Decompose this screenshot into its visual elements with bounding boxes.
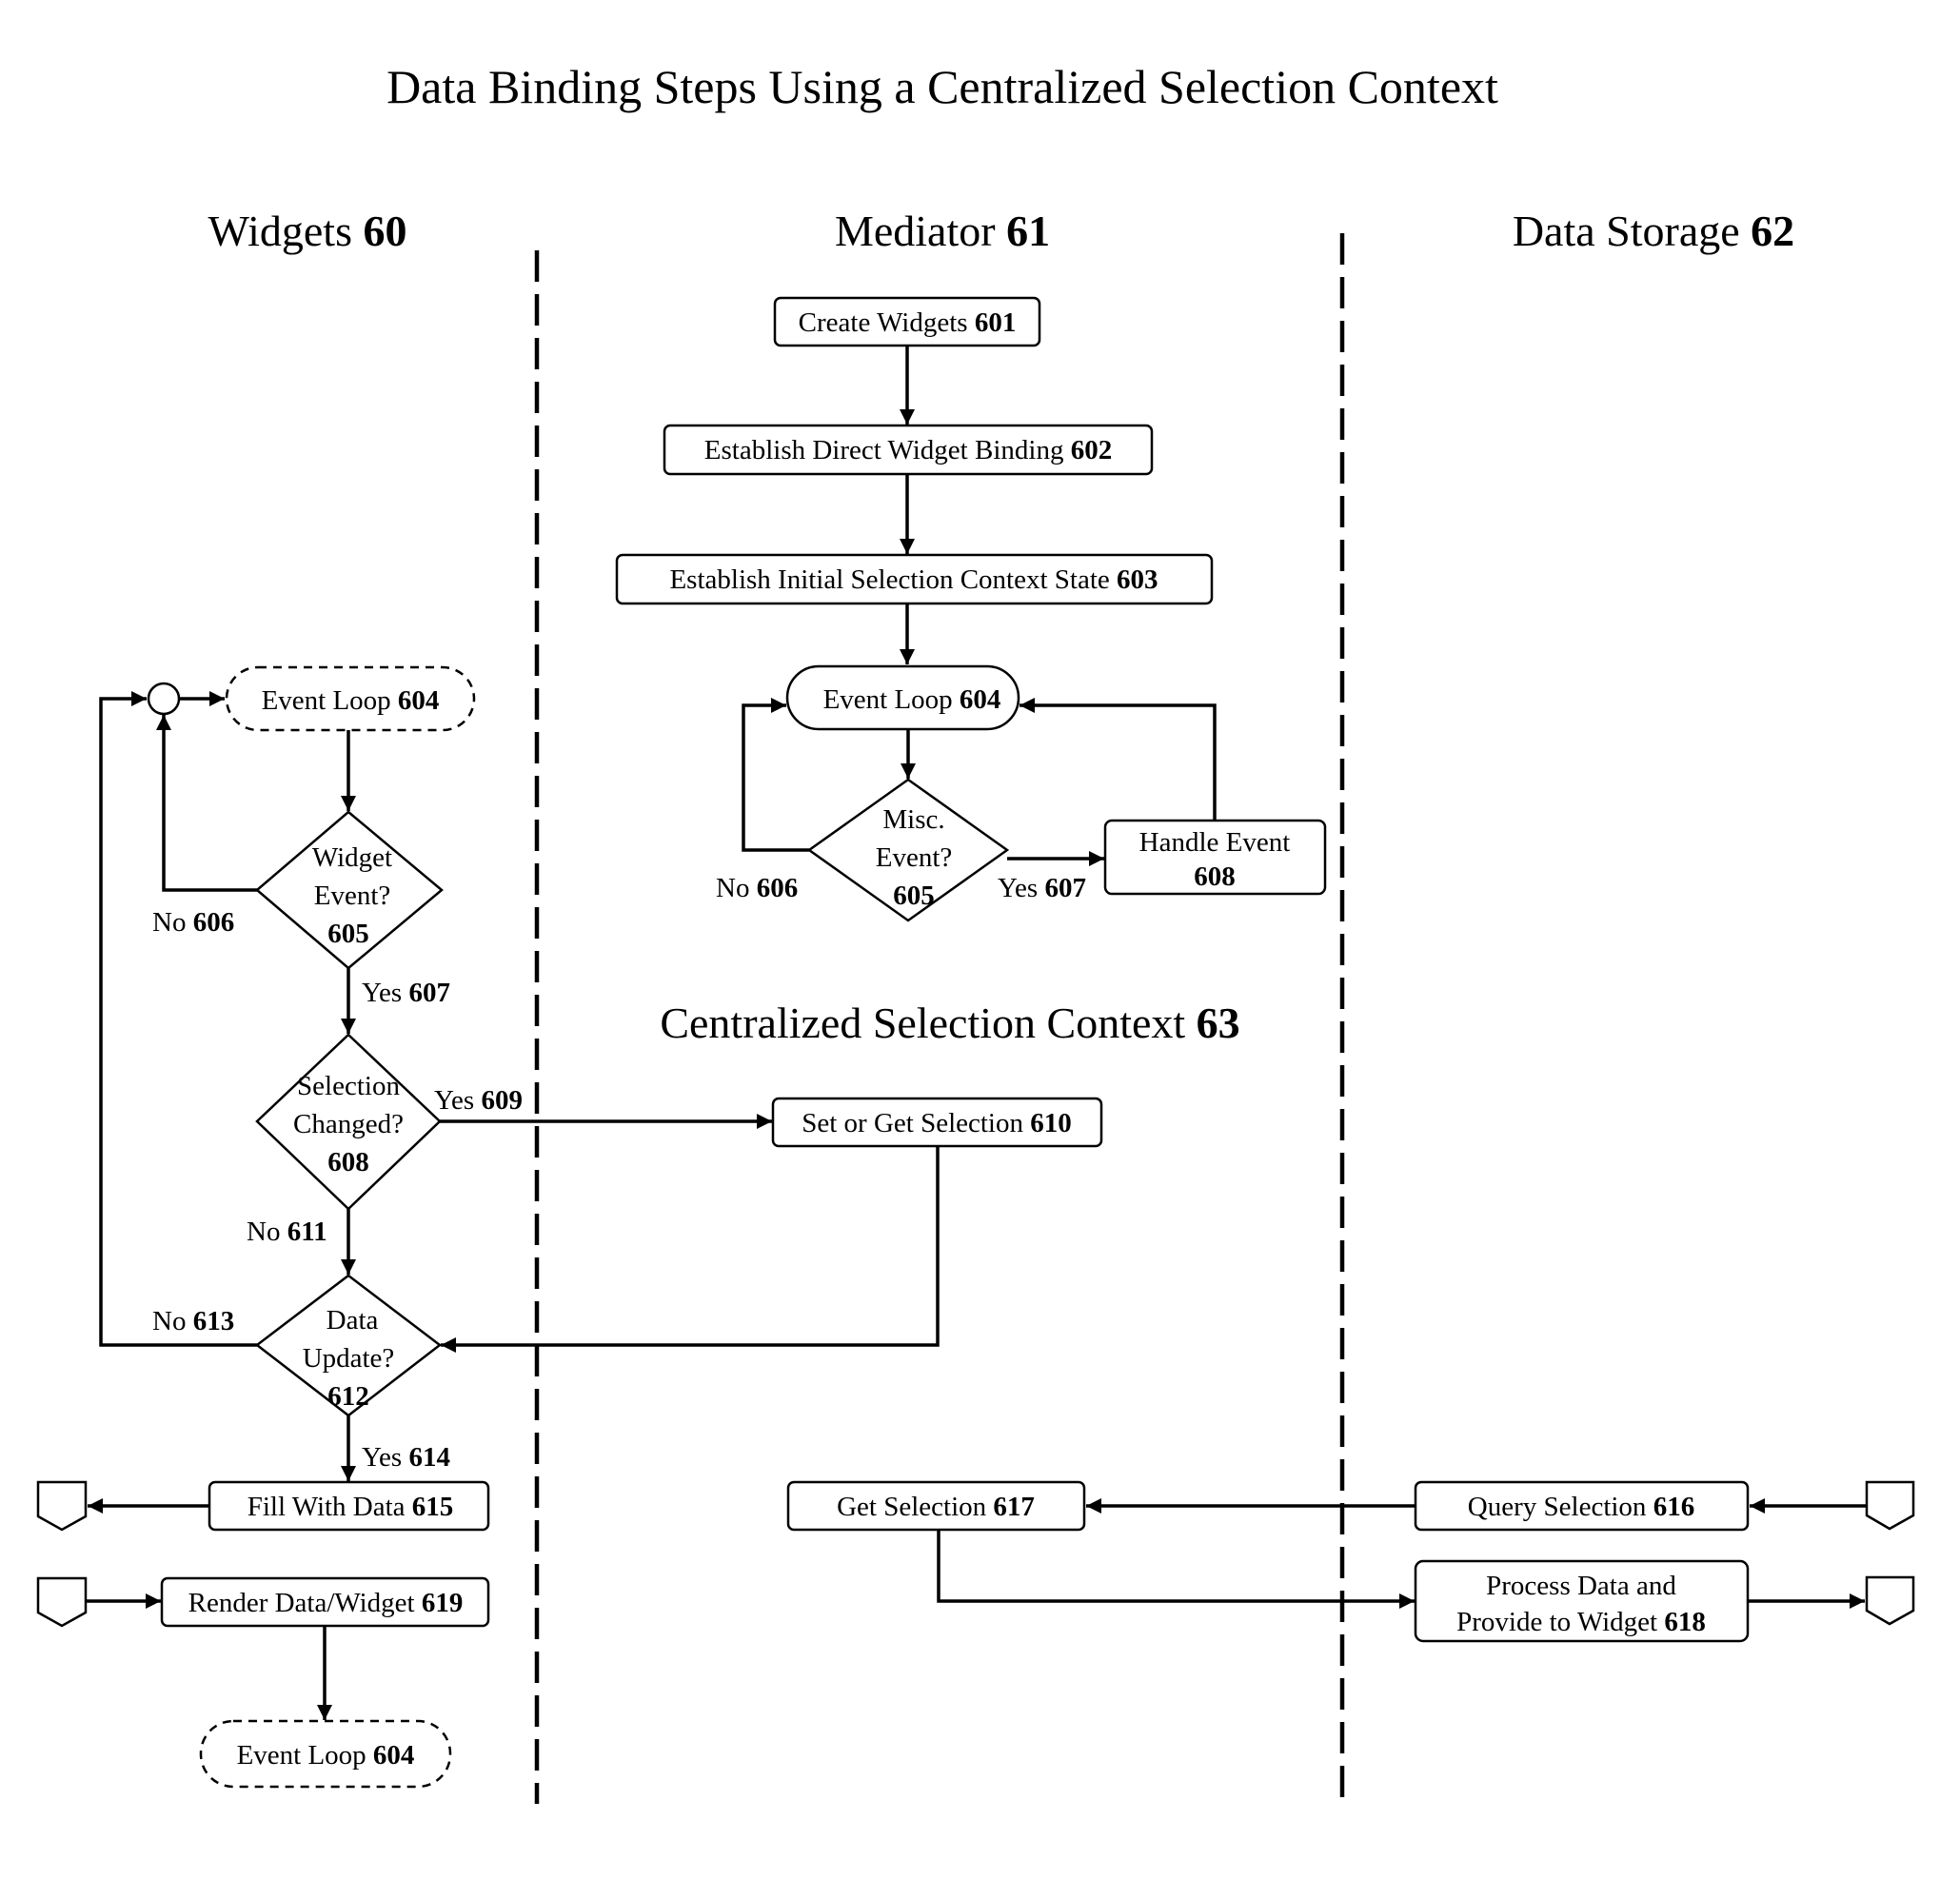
node-get-selection: Get Selection 617 xyxy=(786,1480,1086,1532)
svg-text:Fill With Data 615: Fill With Data 615 xyxy=(247,1492,454,1522)
edge-get-selection-to-process xyxy=(937,1530,1415,1609)
svg-text:Event?: Event? xyxy=(876,842,953,873)
edge-misc-no-loop xyxy=(742,698,809,852)
diagram-title: Data Binding Steps Using a Centralized S… xyxy=(386,60,1498,113)
svg-text:Establish Direct Widget Bindin: Establish Direct Widget Binding 602 xyxy=(704,435,1112,465)
node-direct-widget-binding: Establish Direct Widget Binding 602 xyxy=(663,424,1154,476)
svg-text:Event Loop 604: Event Loop 604 xyxy=(262,685,440,716)
label-widgets-no-611: No 611 xyxy=(247,1217,327,1247)
label-widgets-no-613: No 613 xyxy=(152,1306,234,1336)
svg-text:608: 608 xyxy=(1194,861,1236,892)
label-mediator-yes-607: Yes 607 xyxy=(998,873,1086,903)
offpage-connector-icon xyxy=(1865,1480,1915,1531)
node-widgets-event-loop-bottom: Event Loop 604 xyxy=(199,1719,452,1789)
svg-text:612: 612 xyxy=(327,1381,369,1412)
decision-selection-changed: Selection Changed? 608 xyxy=(255,1033,442,1211)
node-widgets-event-loop-top: Event Loop 604 xyxy=(225,665,476,732)
svg-text:Establish Initial Selection Co: Establish Initial Selection Context Stat… xyxy=(669,564,1158,595)
svg-text:Event?: Event? xyxy=(314,881,391,911)
svg-text:605: 605 xyxy=(327,919,369,949)
svg-text:Get Selection 617: Get Selection 617 xyxy=(837,1492,1035,1522)
edge-data-update-no xyxy=(99,691,257,1347)
svg-text:Selection: Selection xyxy=(297,1071,400,1101)
decision-widget-event: Widget Event? 605 xyxy=(255,810,444,970)
svg-text:Render Data/Widget 619: Render Data/Widget 619 xyxy=(188,1588,464,1618)
edge-setget-to-data-update xyxy=(441,1146,940,1353)
junction-circle-icon xyxy=(147,682,181,716)
label-widgets-yes-614: Yes 614 xyxy=(362,1442,450,1473)
node-query-selection: Query Selection 616 xyxy=(1414,1480,1750,1532)
svg-text:Query Selection 616: Query Selection 616 xyxy=(1468,1492,1694,1522)
label-mediator-no-606: No 606 xyxy=(716,873,798,903)
svg-text:Event Loop 604: Event Loop 604 xyxy=(237,1740,415,1771)
node-fill-with-data: Fill With Data 615 xyxy=(208,1480,490,1532)
svg-text:Provide to Widget 618: Provide to Widget 618 xyxy=(1456,1607,1706,1637)
svg-text:Handle Event: Handle Event xyxy=(1139,827,1291,858)
node-set-or-get-selection: Set or Get Selection 610 xyxy=(771,1097,1103,1148)
svg-text:Create Widgets 601: Create Widgets 601 xyxy=(799,307,1017,338)
label-widgets-yes-609: Yes 609 xyxy=(434,1085,523,1116)
lane-header-mediator: Mediator 61 xyxy=(835,207,1050,255)
node-create-widgets: Create Widgets 601 xyxy=(773,296,1041,347)
lane-header-widgets: Widgets 60 xyxy=(208,207,407,255)
offpage-connector-icon xyxy=(36,1480,88,1532)
node-handle-event: Handle Event 608 xyxy=(1103,819,1327,896)
svg-text:Misc.: Misc. xyxy=(882,804,944,835)
edge-widget-event-no xyxy=(156,715,257,892)
label-widgets-yes-607: Yes 607 xyxy=(362,978,450,1008)
svg-text:Update?: Update? xyxy=(303,1343,395,1374)
lane-header-data-storage: Data Storage 62 xyxy=(1513,207,1794,255)
decision-misc-event: Misc. Event? 605 xyxy=(806,778,1010,922)
svg-text:605: 605 xyxy=(893,881,935,911)
svg-text:Widget: Widget xyxy=(312,842,392,873)
label-widgets-no-606: No 606 xyxy=(152,907,234,938)
edge-handle-back-to-loop xyxy=(1020,698,1217,821)
node-process-data: Process Data and Provide to Widget 618 xyxy=(1414,1559,1750,1643)
svg-text:Event Loop 604: Event Loop 604 xyxy=(823,684,1001,715)
centralized-selection-context-heading: Centralized Selection Context 63 xyxy=(660,999,1239,1047)
decision-data-update: Data Update? 612 xyxy=(254,1274,443,1417)
svg-text:Data: Data xyxy=(327,1305,379,1336)
svg-text:Set or Get Selection 610: Set or Get Selection 610 xyxy=(802,1108,1072,1138)
svg-text:Process Data and: Process Data and xyxy=(1486,1571,1676,1601)
node-initial-selection-context-state: Establish Initial Selection Context Stat… xyxy=(615,553,1214,605)
svg-text:Changed?: Changed? xyxy=(293,1109,404,1139)
node-mediator-event-loop: Event Loop 604 xyxy=(785,664,1020,731)
node-render-data-widget: Render Data/Widget 619 xyxy=(160,1576,490,1628)
offpage-connector-icon xyxy=(36,1576,88,1628)
offpage-connector-icon xyxy=(1865,1575,1915,1626)
svg-text:608: 608 xyxy=(327,1147,369,1177)
